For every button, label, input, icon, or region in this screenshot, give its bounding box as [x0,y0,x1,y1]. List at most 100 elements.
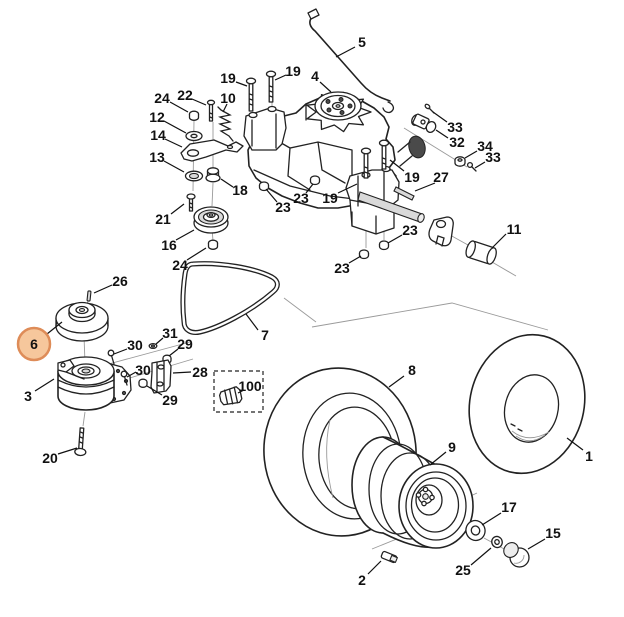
callout-leader-line [46,321,63,335]
callout-29-nut[interactable]: 29 [146,385,178,408]
callout-19-bolt[interactable]: 19 [220,70,248,87]
callout-27-shaft-key[interactable]: 27 [414,169,449,192]
callout-13-washer[interactable]: 13 [149,149,185,173]
callout-30-screw[interactable]: 30 [113,337,143,355]
callout-15-hub-cap[interactable]: 15 [527,525,561,550]
callout-100-connector[interactable]: 100 [237,378,262,394]
part-fan-pulley-4 [306,91,372,133]
callout-34-nut[interactable]: 34 [464,138,493,159]
callout-leader-line [470,547,492,566]
callout-32-interlock-switch[interactable]: 32 [435,129,465,150]
callout-7-v-belt[interactable]: 7 [245,313,269,343]
callout-leader-line [388,375,405,388]
part-stud-26 [86,290,92,302]
callout-24-nut[interactable]: 24 [172,247,207,273]
callout-12-washer[interactable]: 12 [149,109,187,134]
callout-number: 20 [42,450,58,466]
callout-leader-line [126,371,137,378]
callout-number: 4 [311,68,319,84]
callout-24-nut[interactable]: 24 [154,90,189,113]
callout-33-screw[interactable]: 33 [474,149,501,169]
callout-6-clutch-pulley[interactable]: 6 [16,321,63,362]
callout-14-bracket-plate[interactable]: 14 [150,127,183,148]
part-tire-1 [468,333,586,475]
callout-28-bracket[interactable]: 28 [172,364,208,380]
part-bolt-22 [206,99,216,122]
part-nut-29-b [138,378,148,388]
part-nut-24-b [207,239,219,250]
callout-11-spacer-bushing[interactable]: 11 [491,221,522,249]
part-flange-nut-18 [205,167,221,183]
callout-leader-line [464,150,478,159]
callout-10-spring[interactable]: 10 [220,90,236,113]
part-washer-31 [148,342,158,350]
callout-31-washer[interactable]: 31 [155,325,178,345]
callout-number: 6 [30,336,38,352]
callout-number: 21 [155,211,171,227]
callout-number: 5 [358,34,366,50]
callout-number: 24 [154,90,170,106]
callout-number: 32 [449,134,465,150]
callout-number: 29 [162,392,178,408]
part-nut-23-a [258,181,270,192]
callout-leader-line [186,247,207,261]
callout-number: 16 [161,237,177,253]
callout-number: 14 [150,127,166,143]
callout-number: 33 [447,119,463,135]
callout-19-bolt[interactable]: 19 [322,183,358,206]
callout-number: 7 [261,327,269,343]
callout-leader-line [168,348,179,357]
callout-23-nut[interactable]: 23 [387,222,418,244]
callout-number: 33 [485,149,501,165]
callout-18-flange-nut[interactable]: 18 [220,178,248,198]
callout-number: 23 [293,190,309,206]
callout-leader-line [155,337,164,345]
callout-33-screw[interactable]: 33 [432,111,463,135]
callout-number: 23 [334,260,350,276]
callout-leader-line [429,451,447,466]
callout-29-nut[interactable]: 29 [168,336,193,357]
callout-23-nut[interactable]: 23 [293,183,314,206]
callout-16-idler-pulley[interactable]: 16 [161,229,195,253]
callout-number: 22 [177,87,193,103]
callout-5-control-rod[interactable]: 5 [335,34,366,58]
callout-23-nut[interactable]: 23 [334,255,362,276]
part-washer-17 [465,519,486,542]
callout-19-bolt[interactable]: 19 [274,63,301,81]
callout-number: 19 [404,169,420,185]
callout-number: 30 [135,362,151,378]
callout-30-screw[interactable]: 30 [126,362,151,378]
callout-leader-line [432,111,448,123]
callout-leader-line [163,160,185,173]
callout-20-bolt[interactable]: 20 [42,447,78,466]
part-electric-clutch-3 [57,356,132,411]
callout-number: 19 [220,70,236,86]
callout-2-axle-key[interactable]: 2 [358,560,382,588]
callout-leader-line [172,371,192,374]
callout-9-wheel-rim[interactable]: 9 [429,439,456,466]
callout-number: 31 [162,325,178,341]
callout-26-stud[interactable]: 26 [93,273,128,294]
callout-4-fan-pulley[interactable]: 4 [311,68,332,93]
callout-23-nut[interactable]: 23 [265,188,291,215]
callout-leader-line [348,255,362,264]
callout-number: 15 [545,525,561,541]
part-washer-25 [491,535,503,549]
callout-3-electric-clutch[interactable]: 3 [24,378,55,404]
callout-8-tire[interactable]: 8 [388,362,416,388]
part-nut-23-d [378,240,390,251]
callout-number: 2 [358,572,366,588]
callout-19-bolt[interactable]: 19 [389,159,420,185]
callout-leader-line [319,81,332,93]
callout-leader-line [474,161,486,169]
callout-number: 1 [585,448,593,464]
callout-1-tire[interactable]: 1 [566,437,593,464]
callout-leader-line [274,74,287,81]
callout-25-washer[interactable]: 25 [455,547,492,578]
part-bolt-19-c [360,147,372,179]
callout-22-bolt[interactable]: 22 [177,87,207,106]
callout-17-washer[interactable]: 17 [481,499,517,526]
callout-21-bolt[interactable]: 21 [155,203,185,227]
callout-leader-line [367,560,382,575]
